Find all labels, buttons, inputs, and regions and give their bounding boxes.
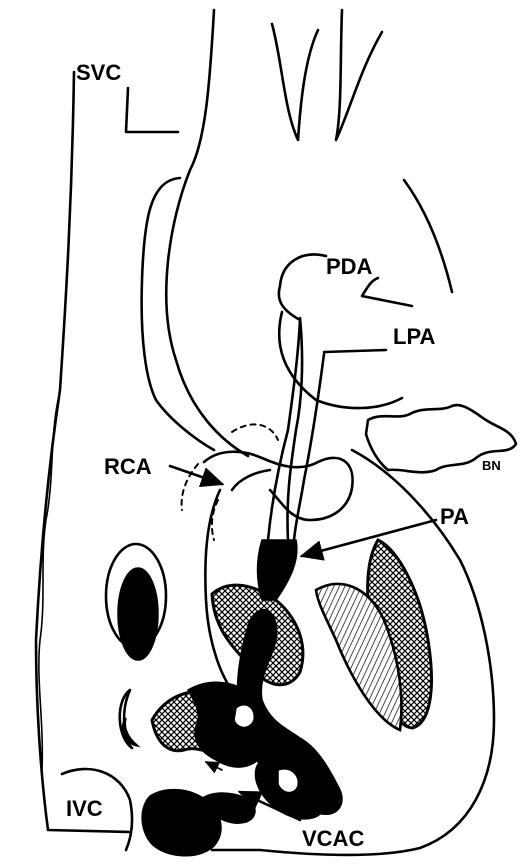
label-vcac: VCAC [302, 826, 364, 851]
label-pa: PA [440, 504, 469, 529]
pulmonary-artery-trunk [268, 318, 324, 540]
inner-flow-arrow [206, 762, 222, 770]
pa-arrow [302, 520, 436, 556]
label-lpa: LPA [393, 324, 435, 349]
label-rca: RCA [104, 454, 152, 479]
artist-signature: BN [482, 458, 501, 473]
label-ivc: IVC [66, 796, 103, 821]
right-coronary-artery [182, 424, 353, 540]
label-svc: SVC [76, 60, 121, 85]
aortic-arch [142, 10, 452, 456]
rca-arrow [170, 466, 222, 484]
label-pda: PDA [326, 254, 373, 279]
